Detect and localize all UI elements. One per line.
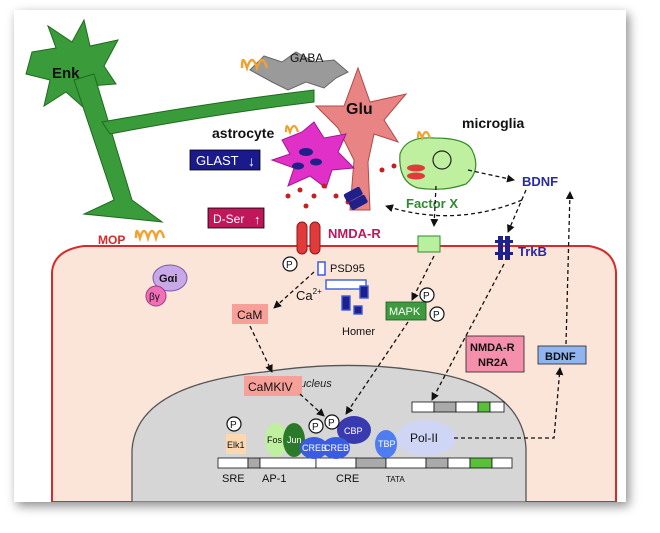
nmdar-nr2a-line2: NR2A — [478, 357, 508, 369]
scaffold-chain-icon — [325, 279, 369, 315]
mop-receptor-icon — [134, 229, 166, 243]
homer-label: Homer — [342, 326, 375, 338]
camkiv-label: CaMKIV — [248, 380, 293, 394]
microglia: microglia — [399, 115, 524, 190]
cbp-label: CBP — [344, 426, 363, 436]
svg-text:P: P — [230, 420, 237, 431]
bdnf-top-label: BDNF — [522, 174, 558, 189]
svg-text:P: P — [328, 418, 335, 429]
svg-text:P: P — [423, 291, 430, 302]
cam-box: CaM — [232, 304, 268, 324]
nmdar-nr2a-box: NMDA-R NR2A — [465, 335, 525, 373]
gaba-receptor-icon — [240, 58, 269, 73]
creb1-label: CREB — [302, 443, 327, 453]
svg-text:P: P — [312, 422, 319, 433]
svg-text:P: P — [286, 260, 293, 271]
creb2-label: CREB — [324, 443, 349, 453]
bdnf-box-label: BDNF — [545, 351, 576, 363]
nucleus-label: Nucleus — [292, 378, 332, 390]
glast-arrow-icon: ↓ — [248, 153, 255, 169]
glast-label: GLAST — [196, 153, 239, 168]
mop-label: MOP — [98, 233, 125, 247]
sre-label: SRE — [222, 473, 245, 485]
nmdar-nr2a-line1: NMDA-R — [470, 342, 515, 354]
ca-label: Ca2+ — [296, 287, 322, 303]
microglia-label: microglia — [462, 115, 524, 131]
cam-label: CaM — [237, 308, 262, 322]
trkb-label: TrkB — [518, 244, 547, 259]
microglia-receptor-icon — [416, 130, 432, 142]
elk1-label: Elk1 — [227, 440, 245, 450]
factor-x-label: Factor X — [406, 196, 458, 211]
glast-label-box: GLAST ↓ — [189, 149, 261, 171]
figure-card: Nucleus Enk GABA Glu astrocyte GLAST ↓ — [14, 10, 626, 502]
trkb-receptor: TrkB — [495, 236, 547, 260]
fos-label: Fos — [267, 435, 283, 445]
ap1-label: AP-1 — [262, 473, 286, 485]
dser-label-box: D-Ser ↑ — [207, 207, 265, 229]
g-betagamma-label: βγ — [149, 292, 160, 303]
cre-label: CRE — [336, 473, 359, 485]
nmdar-label: NMDA-R — [328, 226, 381, 241]
creb-cbp-complex: CBP CREB CREB P P — [300, 414, 371, 459]
pol2-label: Pol-II — [410, 431, 438, 445]
psd95-icon — [317, 261, 326, 276]
phospho-p-icon: P — [282, 256, 298, 272]
mrna-bar — [411, 401, 505, 413]
g-alpha-label: Gαi — [159, 273, 177, 285]
transporter-icon — [343, 186, 368, 210]
signal-arrows — [249, 169, 574, 439]
enk-label: Enk — [52, 65, 80, 82]
dna-strip — [217, 457, 513, 469]
gaba-neuron: GABA — [240, 51, 349, 91]
tbp-pol2-complex: Pol-II TBP — [375, 420, 456, 458]
mop-receptor: MOP Gαi βγ — [98, 229, 188, 307]
svg-text:P: P — [433, 310, 440, 321]
dser-label: D-Ser — [213, 212, 244, 226]
elk1-factor: P Elk1 — [226, 416, 246, 454]
glu-neuron: Glu — [314, 66, 408, 211]
bdnf-box: BDNF — [537, 345, 587, 365]
mapk-label: MAPK — [389, 306, 421, 318]
enk-neuron: Enk — [25, 18, 315, 223]
mapk-box: MAPK P P — [385, 287, 445, 322]
camkiv-box: CaMKIV — [244, 376, 302, 396]
astrocyte-label: astrocyte — [212, 125, 274, 141]
tata-label: TATA — [386, 475, 405, 484]
glu-label: Glu — [346, 101, 373, 118]
astrocyte-receptor-icon — [284, 124, 300, 136]
tbp-label: TBP — [378, 439, 396, 449]
gaba-label: GABA — [290, 51, 323, 65]
glutamate-dots — [285, 163, 409, 209]
nmda-receptor: NMDA-R — [296, 221, 381, 255]
psd95-label: PSD95 — [330, 263, 365, 275]
factor-x-receptor — [417, 235, 441, 253]
astrocyte: astrocyte — [212, 121, 356, 189]
pathway-diagram: Nucleus Enk GABA Glu astrocyte GLAST ↓ — [25, 18, 617, 502]
dser-arrow-icon: ↑ — [254, 212, 261, 227]
fos-jun-factor: Fos Jun — [265, 423, 305, 457]
jun-label: Jun — [287, 435, 302, 445]
